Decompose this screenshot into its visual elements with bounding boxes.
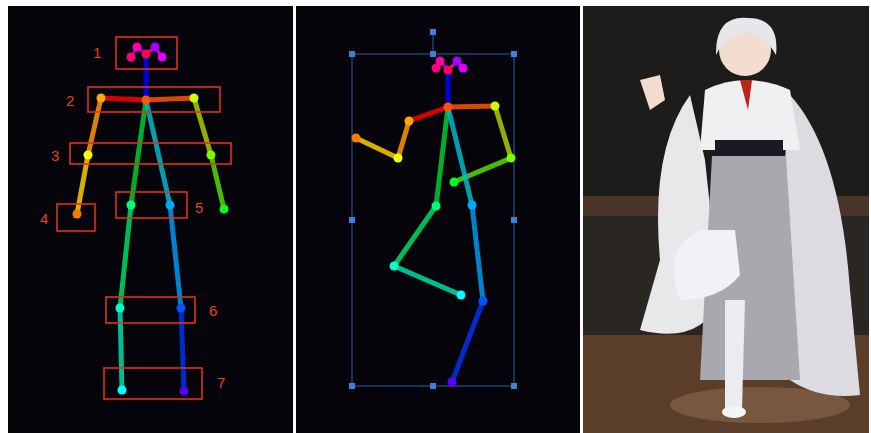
skeleton-joint [158,53,167,62]
skeleton-joint [432,202,441,211]
resize-handle [349,51,355,57]
bounding-box [349,29,517,389]
skeleton-joint [177,304,186,313]
skeleton-joint [479,297,488,306]
skeleton-left [73,43,229,396]
skeleton-bone [194,98,211,155]
skeleton-bone [170,205,181,308]
skeleton-joint [142,96,151,105]
skeleton-joint [459,64,468,73]
skeleton-joint [133,43,142,52]
skeleton-joint [444,66,453,75]
skeleton-joint [453,57,462,66]
skeleton-bone [356,138,398,158]
resize-handle [430,29,436,35]
callout-number: 6 [209,303,217,318]
skeleton-joint [127,53,136,62]
skeleton-joint [142,50,151,59]
resize-handle [349,383,355,389]
skeleton-bone [120,308,122,390]
panel-ground [8,6,293,433]
callout-box [70,143,231,164]
skeleton-joint [507,154,516,163]
skeleton-joint [73,210,82,219]
skeleton-joint [491,102,500,111]
callout-number: 7 [217,375,225,390]
skeleton-bone [448,107,472,205]
skeleton-bone [131,100,146,205]
skeleton-bone [394,266,461,295]
skeleton-bone [144,54,149,100]
skeleton-bone [448,106,495,107]
skeleton-bone [146,100,170,205]
skeleton-bone [436,107,448,206]
callout-box [104,368,202,399]
resize-handle [511,51,517,57]
skeleton-joint [127,201,136,210]
callout-number: 5 [195,200,203,215]
skeleton-joint [180,387,189,396]
skeleton-bone [181,308,184,391]
callout-box [116,37,177,69]
skeleton-bone [88,98,101,155]
skeleton-bone [452,301,483,382]
callout-box [57,204,95,231]
skeleton-bone [146,98,194,100]
skeleton-joint [166,201,175,210]
callout-box [106,297,195,323]
resize-handle [511,217,517,223]
skeleton-joint [432,64,441,73]
skeleton-bone [472,205,483,301]
skeleton-joint [468,201,477,210]
panel-ground [296,6,580,433]
resize-handle [511,383,517,389]
callout-number: 1 [93,45,101,60]
resize-handle [430,383,436,389]
skeleton-bone [495,106,511,158]
skeleton-bone [446,70,451,107]
callout-number: 2 [66,93,74,108]
skeleton-middle [352,57,516,387]
skeleton-joint [394,154,403,163]
skeleton-joint [457,291,466,300]
skeleton-joint [448,378,457,387]
skeleton-bone [398,121,409,158]
skeleton-joint [207,151,216,160]
callout-box [116,192,187,218]
skeleton-joint [116,304,125,313]
skeleton-joint [151,43,160,52]
skeleton-bone [120,205,131,308]
skeleton-joint [118,386,127,395]
skeleton-bone [211,155,224,209]
callout-number: 3 [51,148,59,163]
skeleton-bone [409,107,448,121]
skeleton-joint [444,103,453,112]
skeleton-joint [97,94,106,103]
skeleton-joint [190,94,199,103]
skeleton-joint [405,117,414,126]
skeleton-bone [101,98,146,100]
resize-handle [349,217,355,223]
skeleton-joint [220,205,229,214]
skeleton-joint [390,262,399,271]
resize-handle [430,51,436,57]
callout-number: 4 [40,211,48,226]
callout-box [88,87,220,112]
panel-ground [583,6,869,433]
character-illustration [583,6,869,433]
skeleton-joint [450,178,459,187]
skeleton-joint [352,134,361,143]
skeleton-joint [84,151,93,160]
skeleton-bone [394,206,436,266]
